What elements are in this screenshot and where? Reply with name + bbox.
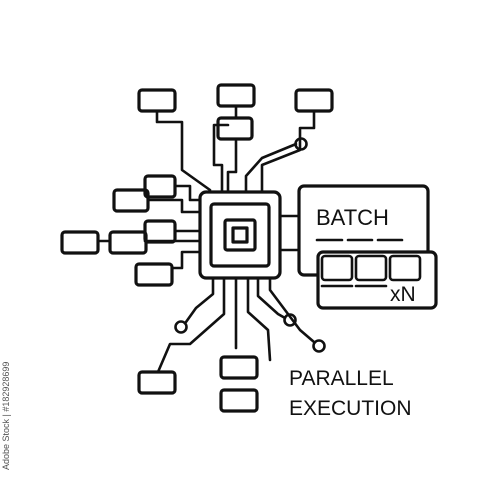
processor-chip-icon <box>198 190 282 280</box>
node-box-left-4 <box>60 230 100 255</box>
caption-line-1: PARALLEL <box>289 367 394 390</box>
node-box-left-3 <box>143 219 177 244</box>
multiplier-label: xN <box>390 283 416 306</box>
node-box-left-2 <box>112 188 150 213</box>
node-box-upper-center <box>216 116 254 141</box>
batch-panel: BATCH <box>297 184 430 277</box>
node-box-top-left <box>137 88 177 113</box>
stock-image-id: Adobe Stock | #182928699 <box>1 362 11 470</box>
batch-multiplier-icon: xN <box>316 250 438 310</box>
node-box-bottom-center-2 <box>219 388 259 413</box>
caption-line-2: EXECUTION <box>289 397 412 420</box>
node-box-top-right <box>294 88 334 113</box>
node-box-left-1 <box>143 174 177 199</box>
node-box-left-5 <box>108 230 148 255</box>
network-connector-lines <box>98 104 326 374</box>
network-node-boxes <box>60 83 334 413</box>
node-box-left-6 <box>134 262 174 287</box>
node-box-bottom-center-1 <box>219 355 259 380</box>
node-box-bottom-left <box>137 370 177 395</box>
batch-label: BATCH <box>316 205 389 230</box>
node-box-top-center <box>216 83 256 108</box>
